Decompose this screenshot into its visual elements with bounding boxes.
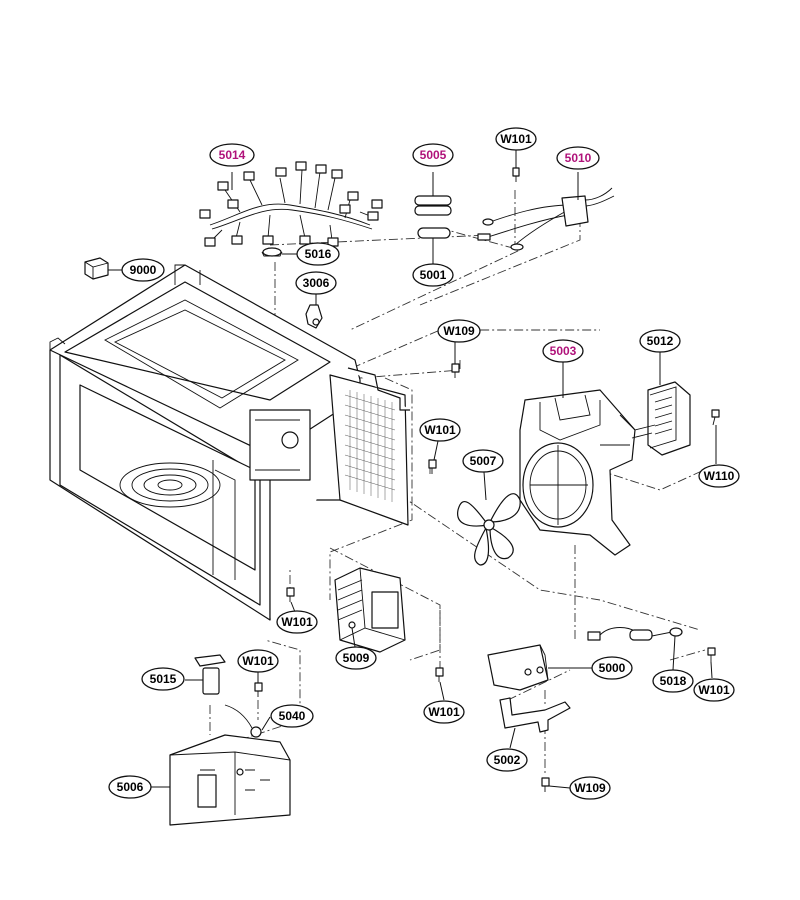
high-voltage-transformer: [334, 567, 406, 653]
callout-w101-top: W101: [495, 127, 537, 151]
leader-lines: [108, 150, 717, 789]
temperature-fuse: [194, 654, 226, 695]
screw-w110: [711, 409, 720, 426]
callout-label: 5002: [494, 753, 521, 767]
screw-w101-right: [707, 647, 716, 662]
callout-w101-right: W101: [693, 678, 735, 702]
screw-w101-top: [512, 167, 520, 182]
thermostat-sensor: [261, 247, 283, 257]
callout-label: W101: [242, 654, 274, 668]
callout-label: 5006: [117, 780, 144, 794]
callout-5015: 5015: [141, 667, 185, 691]
callout-label: W109: [443, 324, 475, 338]
callout-w101-middle: W101: [419, 418, 461, 442]
callout-5010: 5010: [556, 146, 600, 170]
callout-9000: 9000: [121, 258, 165, 282]
callout-w110: W110: [698, 464, 740, 488]
callout-label: 5012: [647, 334, 674, 348]
high-voltage-diode: [587, 627, 683, 641]
callout-5040: 5040: [270, 704, 314, 728]
callout-label: 5003: [550, 344, 577, 358]
callout-5003: 5003: [542, 339, 584, 363]
callout-5014: 5014: [209, 143, 255, 167]
callout-label: W110: [704, 469, 735, 483]
spacer-block: [84, 257, 109, 280]
wire-harness: [199, 161, 383, 247]
callout-w109-bottom: W109: [569, 776, 611, 800]
fuse-single: [417, 227, 451, 239]
screw-w109-top: [451, 363, 460, 378]
callout-5000: 5000: [591, 656, 633, 680]
callout-w101-transformer: W101: [423, 700, 465, 724]
high-voltage-capacitor: [487, 644, 549, 691]
capacitor-bracket: [499, 697, 571, 733]
cooling-fan-blade: [457, 493, 521, 566]
callout-label: 5014: [219, 148, 246, 162]
callout-label: 5005: [420, 148, 447, 162]
callout-label: 5007: [470, 454, 497, 468]
callout-label: W101: [424, 423, 456, 437]
callout-label: 5015: [150, 672, 177, 686]
control-base-assembly: [169, 734, 291, 826]
callout-5018: 5018: [652, 669, 694, 693]
callout-label: W101: [428, 705, 460, 719]
fuse-pair: [414, 195, 452, 216]
power-cord-set: [477, 187, 615, 251]
screw-w109-bottom: [541, 777, 550, 792]
callout-5016: 5016: [296, 242, 340, 266]
callout-label: W101: [500, 132, 532, 146]
callout-5001: 5001: [412, 263, 454, 287]
callout-label: 5010: [565, 151, 592, 165]
callout-label: 5016: [305, 247, 332, 261]
callout-5005: 5005: [412, 143, 454, 167]
callout-label: 5009: [343, 651, 370, 665]
callout-5007: 5007: [462, 449, 504, 473]
callout-w109-top: W109: [437, 319, 481, 343]
callout-label: W101: [281, 615, 313, 629]
callout-label: 9000: [130, 263, 157, 277]
screw-w101-middle: [428, 459, 437, 474]
callout-w101-lower-left: W101: [276, 610, 318, 634]
callout-3006: 3006: [295, 271, 337, 295]
callout-5012: 5012: [639, 329, 681, 353]
callout-label: W101: [698, 683, 730, 697]
callout-label: 5040: [279, 709, 306, 723]
latch-spring: [224, 704, 262, 738]
callout-5006: 5006: [108, 775, 152, 799]
interlock-switch-clip: [305, 304, 323, 329]
rear-panel: [329, 367, 410, 526]
fan-motor: [631, 381, 691, 456]
callout-5009: 5009: [335, 646, 377, 670]
air-guide-duct: [519, 389, 636, 556]
callout-w101-bottom-left: W101: [237, 649, 279, 673]
callout-label: 5018: [660, 674, 687, 688]
callout-label: 5001: [420, 268, 447, 282]
callout-5002: 5002: [486, 748, 528, 772]
screw-w101-bottom-left: [254, 682, 263, 697]
callout-label: W109: [574, 781, 606, 795]
callout-label: 5000: [599, 661, 626, 675]
screw-w101-transformer: [435, 667, 444, 682]
callout-label: 3006: [303, 276, 330, 290]
screw-w101-lower-left: [286, 587, 295, 602]
oven-cavity: [49, 264, 361, 621]
